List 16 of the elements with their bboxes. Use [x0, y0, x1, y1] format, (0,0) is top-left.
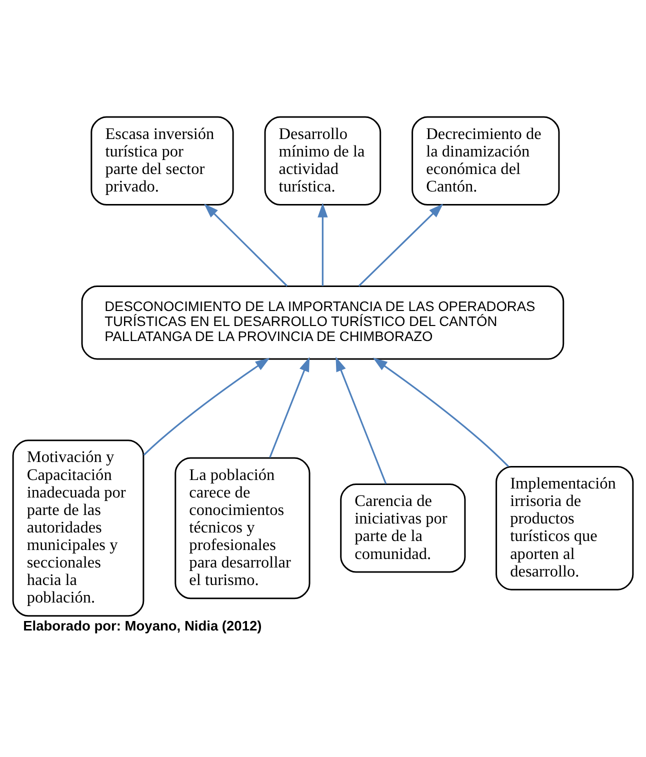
caption: Elaborado por: Moyano, Nidia (2012) — [23, 618, 262, 634]
node-box: DESCONOCIMIENTO DE LA IMPORTANCIA DE LAS OPERADORAS TURÍSTICAS EN EL DESARROLLO TURÍSTICO DEL CANTÓN PALLATANGA DE LA PROVINCIA DE CHIMBORAZO — [81, 284, 564, 360]
arrow — [372, 357, 510, 467]
node-box: Decrecimiento de la dinamización económica del Cantón. — [412, 116, 560, 206]
arrow — [358, 203, 444, 286]
node-box: Escasa inversión turística por parte del sector privado. — [90, 116, 234, 206]
arrow — [143, 357, 270, 456]
node-box: Desarrollo mínimo de la actividad turística. — [264, 116, 382, 206]
arrow — [336, 356, 387, 484]
arrow — [204, 203, 288, 286]
node-box: Motivación y Capacitación inadecuada por parte de las autoridades municipales y seccionales hacia la población. — [12, 439, 144, 616]
arrow — [269, 356, 310, 458]
node-box: Implementación irrisoria de productos turísticos que aporten al desarrollo. — [496, 466, 634, 590]
arrow — [318, 202, 328, 286]
node-box: Carencia de iniciativas por parte de la comunidad. — [340, 483, 466, 572]
node-box: La población carece de conocimientos técnicos y profesionales para desarrollar el turismo. — [174, 456, 310, 599]
